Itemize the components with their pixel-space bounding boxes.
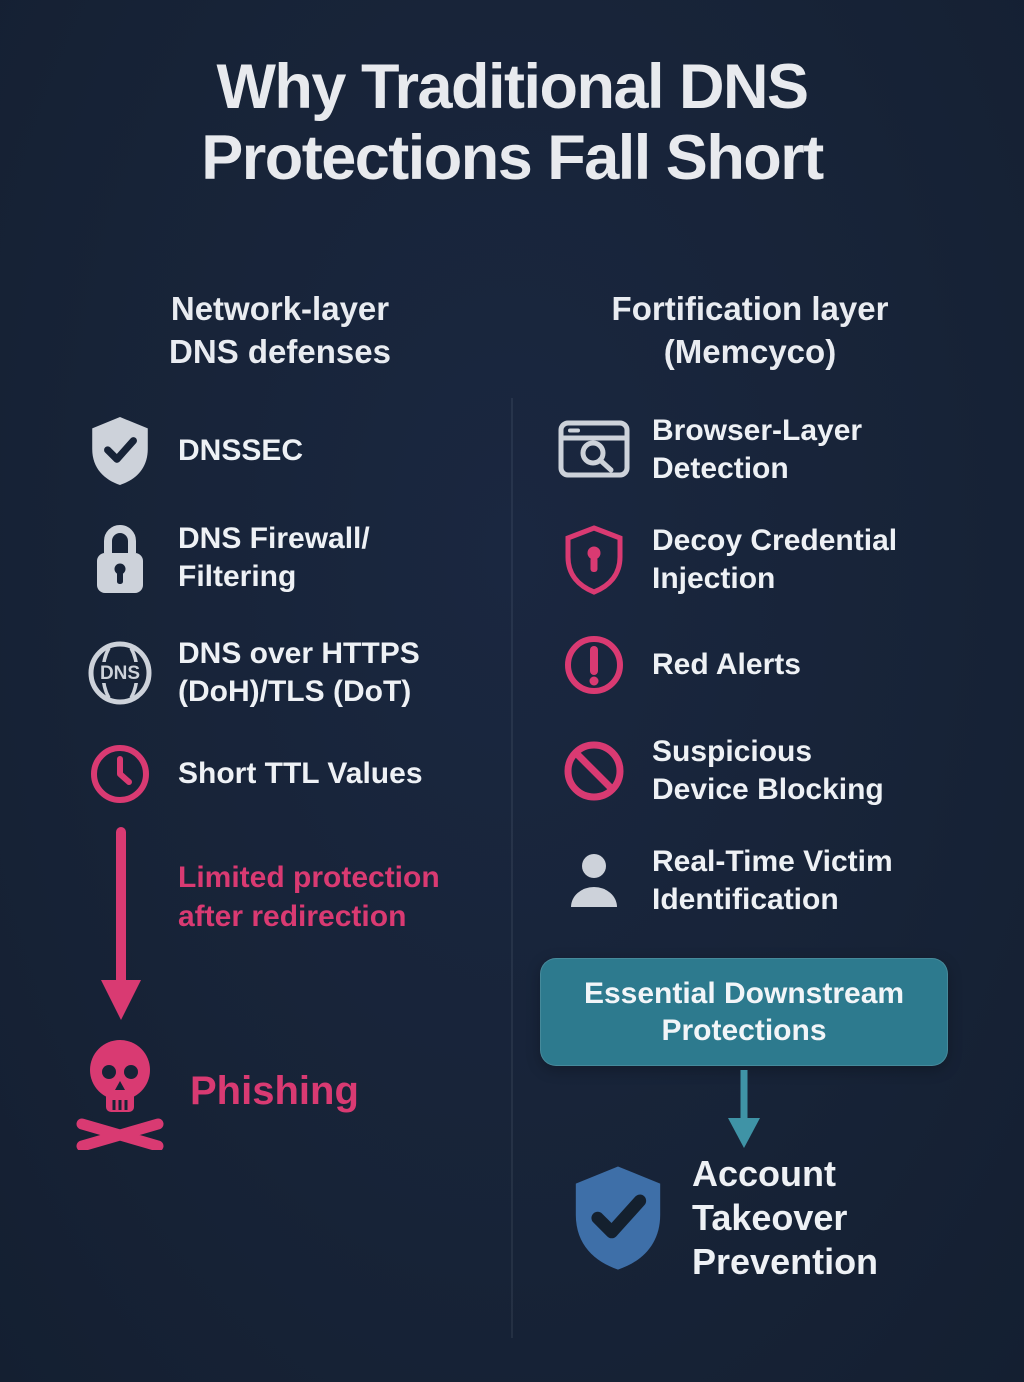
defense-item-label: Short TTL Values [178,756,423,790]
essential-protections-box: Essential Downstream Protections [540,958,948,1066]
clock-icon [78,742,162,806]
phishing-label: Phishing [190,1068,359,1113]
fortification-item-blocking: Suspicious Device Blocking [552,733,884,810]
left-column-header: Network-layer DNS defenses [169,290,391,370]
account-takeover-label: Account Takeover Prevention [692,1153,879,1282]
account-takeover-outcome: Account Takeover Prevention [568,1152,878,1284]
shield-check-blue-icon [568,1162,668,1274]
defense-item-ttl: Short TTL Values [78,742,423,806]
fortification-item-label: Suspicious Device Blocking [652,735,884,807]
phishing-outcome: Phishing [70,1032,359,1150]
dns-globe-icon: DNS [78,639,162,707]
shield-check-icon [78,415,162,487]
browser-search-icon [552,419,636,481]
defense-item-dnssec: DNSSEC [78,415,303,487]
column-divider [511,398,513,1338]
page-title: Why Traditional DNS Protections Fall Sho… [201,52,824,193]
fortification-item-alerts: Red Alerts [552,633,801,697]
fortification-item-label: Browser-Layer Detection [652,414,863,486]
teal-downward-arrow-icon [724,1066,764,1150]
downward-arrow-icon [99,826,143,1022]
defense-item-label: DNS over HTTPS (DoH)/TLS (DoT) [178,637,420,709]
right-column-header: Fortification layer (Memcyco) [611,290,889,370]
fortification-item-label: Decoy Credential Injection [652,524,898,596]
shield-keyhole-icon [552,525,636,596]
defense-item-label: DNS Firewall/ Filtering [178,522,370,594]
defense-item-label: DNSSEC [178,433,304,467]
block-icon [552,739,636,803]
defense-item-doh: DNS DNS over HTTPS (DoH)/TLS (DoT) [78,635,420,712]
defense-item-firewall: DNS Firewall/ Filtering [78,520,370,597]
fortification-item-victim: Real-Time Victim Identification [552,843,893,920]
fortification-item-label: Real-Time Victim Identification [652,845,893,917]
fortification-item-decoy: Decoy Credential Injection [552,522,897,599]
fortification-item-browser: Browser-Layer Detection [552,412,862,489]
person-icon [552,849,636,913]
limitation-note: Limited protection after redirection [178,861,440,933]
fortification-item-label: Red Alerts [652,647,801,681]
skull-crossbones-icon [70,1032,170,1150]
padlock-icon [78,521,162,595]
alert-circle-icon [552,633,636,697]
svg-text:DNS: DNS [100,663,140,684]
